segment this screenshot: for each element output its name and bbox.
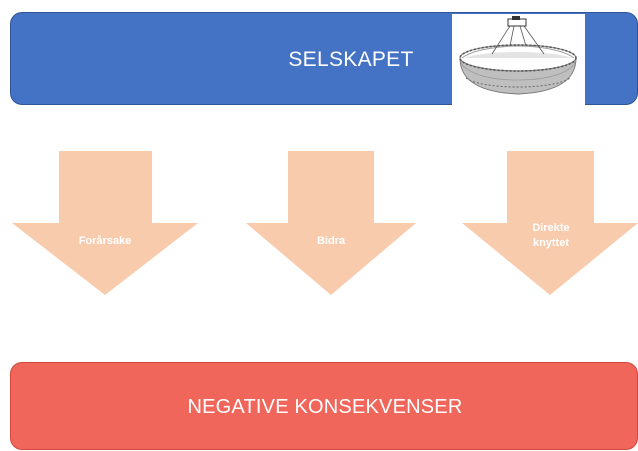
arrow-contribute-label: Bidra (316, 235, 346, 247)
negative-consequences-label: NEGATIVE KONSEKVENSER (187, 395, 463, 418)
arrow-directly-linked-label: Direkte knyttet (532, 222, 570, 249)
company-label: SELSKAPET (288, 47, 414, 71)
negative-consequences-box: NEGATIVE KONSEKVENSER (10, 362, 638, 450)
fish-net-pen-icon (452, 14, 585, 105)
arrow-cause-label: Forårsake (78, 235, 132, 247)
arrow-cause (12, 151, 198, 295)
arrow-directly-linked (462, 151, 638, 295)
arrow-contribute (246, 151, 416, 295)
